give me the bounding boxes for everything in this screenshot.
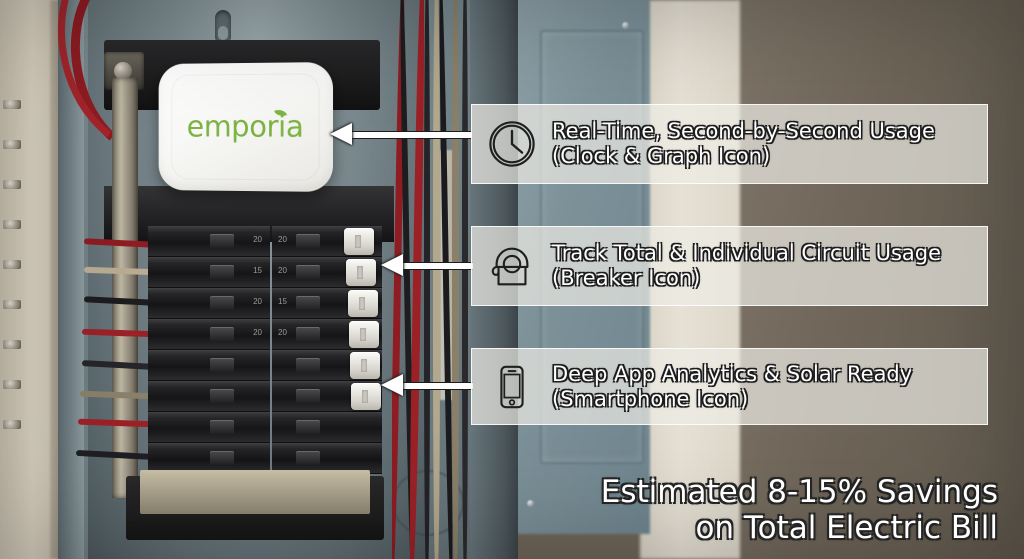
ct-sensor (348, 290, 378, 317)
neutral-ground-bar (112, 78, 138, 498)
breaker-amp-label: 20 (253, 235, 262, 244)
breaker-toggle (296, 358, 320, 373)
ct-sensor (344, 228, 374, 255)
callout-circuit-usage[interactable]: Track Total & Individual Circuit Usage (… (471, 226, 988, 306)
breaker-toggle (210, 296, 234, 311)
breaker-toggle (296, 296, 320, 311)
arrow-head-icon (381, 374, 403, 396)
callout-2-line2: (Breaker Icon) (552, 266, 941, 291)
breaker: 20 (148, 319, 270, 350)
breaker: 15 (148, 257, 270, 288)
bar-screw (3, 300, 21, 309)
callout-real-time-usage[interactable]: Real-Time, Second-by-Second Usage (Clock… (471, 104, 988, 184)
bar-screw (3, 100, 21, 109)
callout-2-line1: Track Total & Individual Circuit Usage (552, 241, 941, 265)
breaker-amp-label: 20 (278, 266, 287, 275)
bar-screw (3, 260, 21, 269)
breaker-amp-label: 20 (253, 328, 262, 337)
breaker-toggle (210, 327, 234, 342)
emporia-vue-device: emporia (159, 62, 333, 192)
door-screw (622, 22, 629, 29)
breaker-toggle (296, 420, 320, 435)
bar-screw (3, 140, 21, 149)
bar-screw (3, 220, 21, 229)
arrow-head-icon (330, 123, 352, 145)
breaker-amp-label: 20 (253, 297, 262, 306)
callout-2-text: Track Total & Individual Circuit Usage (… (552, 241, 941, 291)
breaker-toggle (296, 265, 320, 280)
callout-arrow-2 (381, 258, 473, 272)
savings-line2: on Total Electric Bill (601, 510, 998, 547)
breaker-amp-label: 15 (253, 266, 262, 275)
bar-screw (3, 340, 21, 349)
callout-arrow-1 (330, 127, 472, 141)
savings-headline: Estimated 8-15% Savings on Total Electri… (601, 474, 998, 547)
wire-bundle (392, 0, 478, 559)
breaker-toggle (296, 327, 320, 342)
callout-3-line1: Deep App Analytics & Solar Ready (552, 362, 912, 386)
breaker-toggle (210, 451, 234, 466)
breaker-toggle (210, 234, 234, 249)
breaker-toggle (296, 234, 320, 249)
clock-icon (486, 118, 538, 170)
deadfront-plate (140, 470, 370, 514)
breaker-amp-label: 15 (278, 297, 287, 306)
breaker-toggle (210, 420, 234, 435)
breaker (148, 412, 270, 443)
callout-3-line2: (Smartphone Icon) (552, 387, 912, 412)
breaker (148, 350, 270, 381)
ct-sensor (349, 321, 379, 348)
emporia-logo: emporia (159, 109, 333, 144)
bar-screw (3, 380, 21, 389)
bar-screw (3, 180, 21, 189)
arrow-head-icon (381, 254, 403, 276)
callout-arrow-3 (381, 378, 473, 392)
callout-1-line2: (Clock & Graph Icon) (552, 144, 935, 169)
breaker-toggle (210, 265, 234, 280)
smartphone-icon (486, 361, 538, 413)
callout-3-text: Deep App Analytics & Solar Ready (Smartp… (552, 362, 912, 412)
breaker-amp-label: 20 (278, 235, 287, 244)
bar-screw (3, 420, 21, 429)
breaker-ct-sensor-icon (486, 240, 538, 292)
door-screw (527, 500, 534, 507)
breaker: 20 (148, 288, 270, 319)
ct-sensor (350, 352, 380, 379)
ct-sensor (351, 383, 381, 410)
breaker-toggle (296, 451, 320, 466)
breaker (148, 381, 270, 412)
breaker: 20 (148, 226, 270, 257)
breaker-toggle (210, 358, 234, 373)
breaker-toggle (296, 389, 320, 404)
breaker-amp-label: 20 (278, 328, 287, 337)
breaker (272, 412, 382, 443)
breaker-toggle (210, 389, 234, 404)
callout-app-analytics[interactable]: Deep App Analytics & Solar Ready (Smartp… (471, 348, 988, 425)
savings-line1: Estimated 8-15% Savings (601, 474, 998, 511)
ct-sensor (346, 259, 376, 286)
callout-1-line1: Real-Time, Second-by-Second Usage (552, 119, 935, 143)
callout-1-text: Real-Time, Second-by-Second Usage (Clock… (552, 119, 935, 169)
